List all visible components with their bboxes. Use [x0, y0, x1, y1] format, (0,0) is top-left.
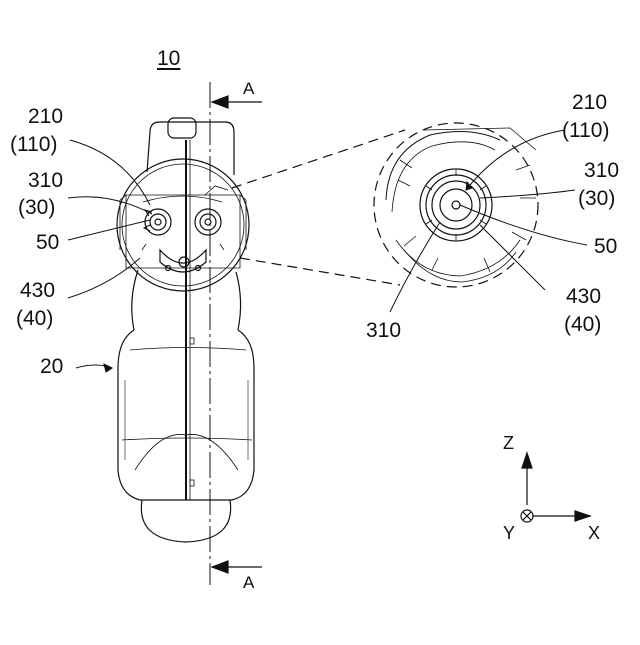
section-label-bottom: A	[243, 574, 254, 591]
left-label-430: 430	[20, 280, 55, 301]
detail-label-40: (40)	[564, 314, 601, 335]
left-label-210: 210	[28, 106, 63, 127]
left-label-310: 310	[28, 170, 63, 191]
main-reference-number: 10	[157, 48, 180, 69]
detail-label-110: (110)	[562, 120, 609, 141]
axis-label-z: Z	[503, 434, 514, 452]
left-label-40: (40)	[16, 308, 53, 329]
section-line	[210, 82, 262, 585]
axis-label-y: Y	[503, 524, 515, 542]
detail-label-430: 430	[566, 286, 601, 307]
detail-label-50: 50	[594, 236, 617, 257]
connector-head	[117, 159, 249, 291]
left-label-110: (110)	[10, 134, 57, 155]
left-label-50: 50	[36, 232, 59, 253]
detail-label-30: (30)	[578, 188, 615, 209]
left-label-20: 20	[40, 356, 63, 377]
detail-view	[232, 123, 538, 287]
section-label-top: A	[243, 80, 254, 97]
left-label-30: (30)	[18, 197, 55, 218]
detail-label-310: 310	[584, 160, 619, 181]
axis-indicator	[521, 453, 590, 522]
device-body	[118, 118, 254, 542]
axis-label-x: X	[588, 524, 600, 542]
detail-label-310-bottom: 310	[366, 320, 401, 341]
detail-label-210: 210	[572, 92, 607, 113]
